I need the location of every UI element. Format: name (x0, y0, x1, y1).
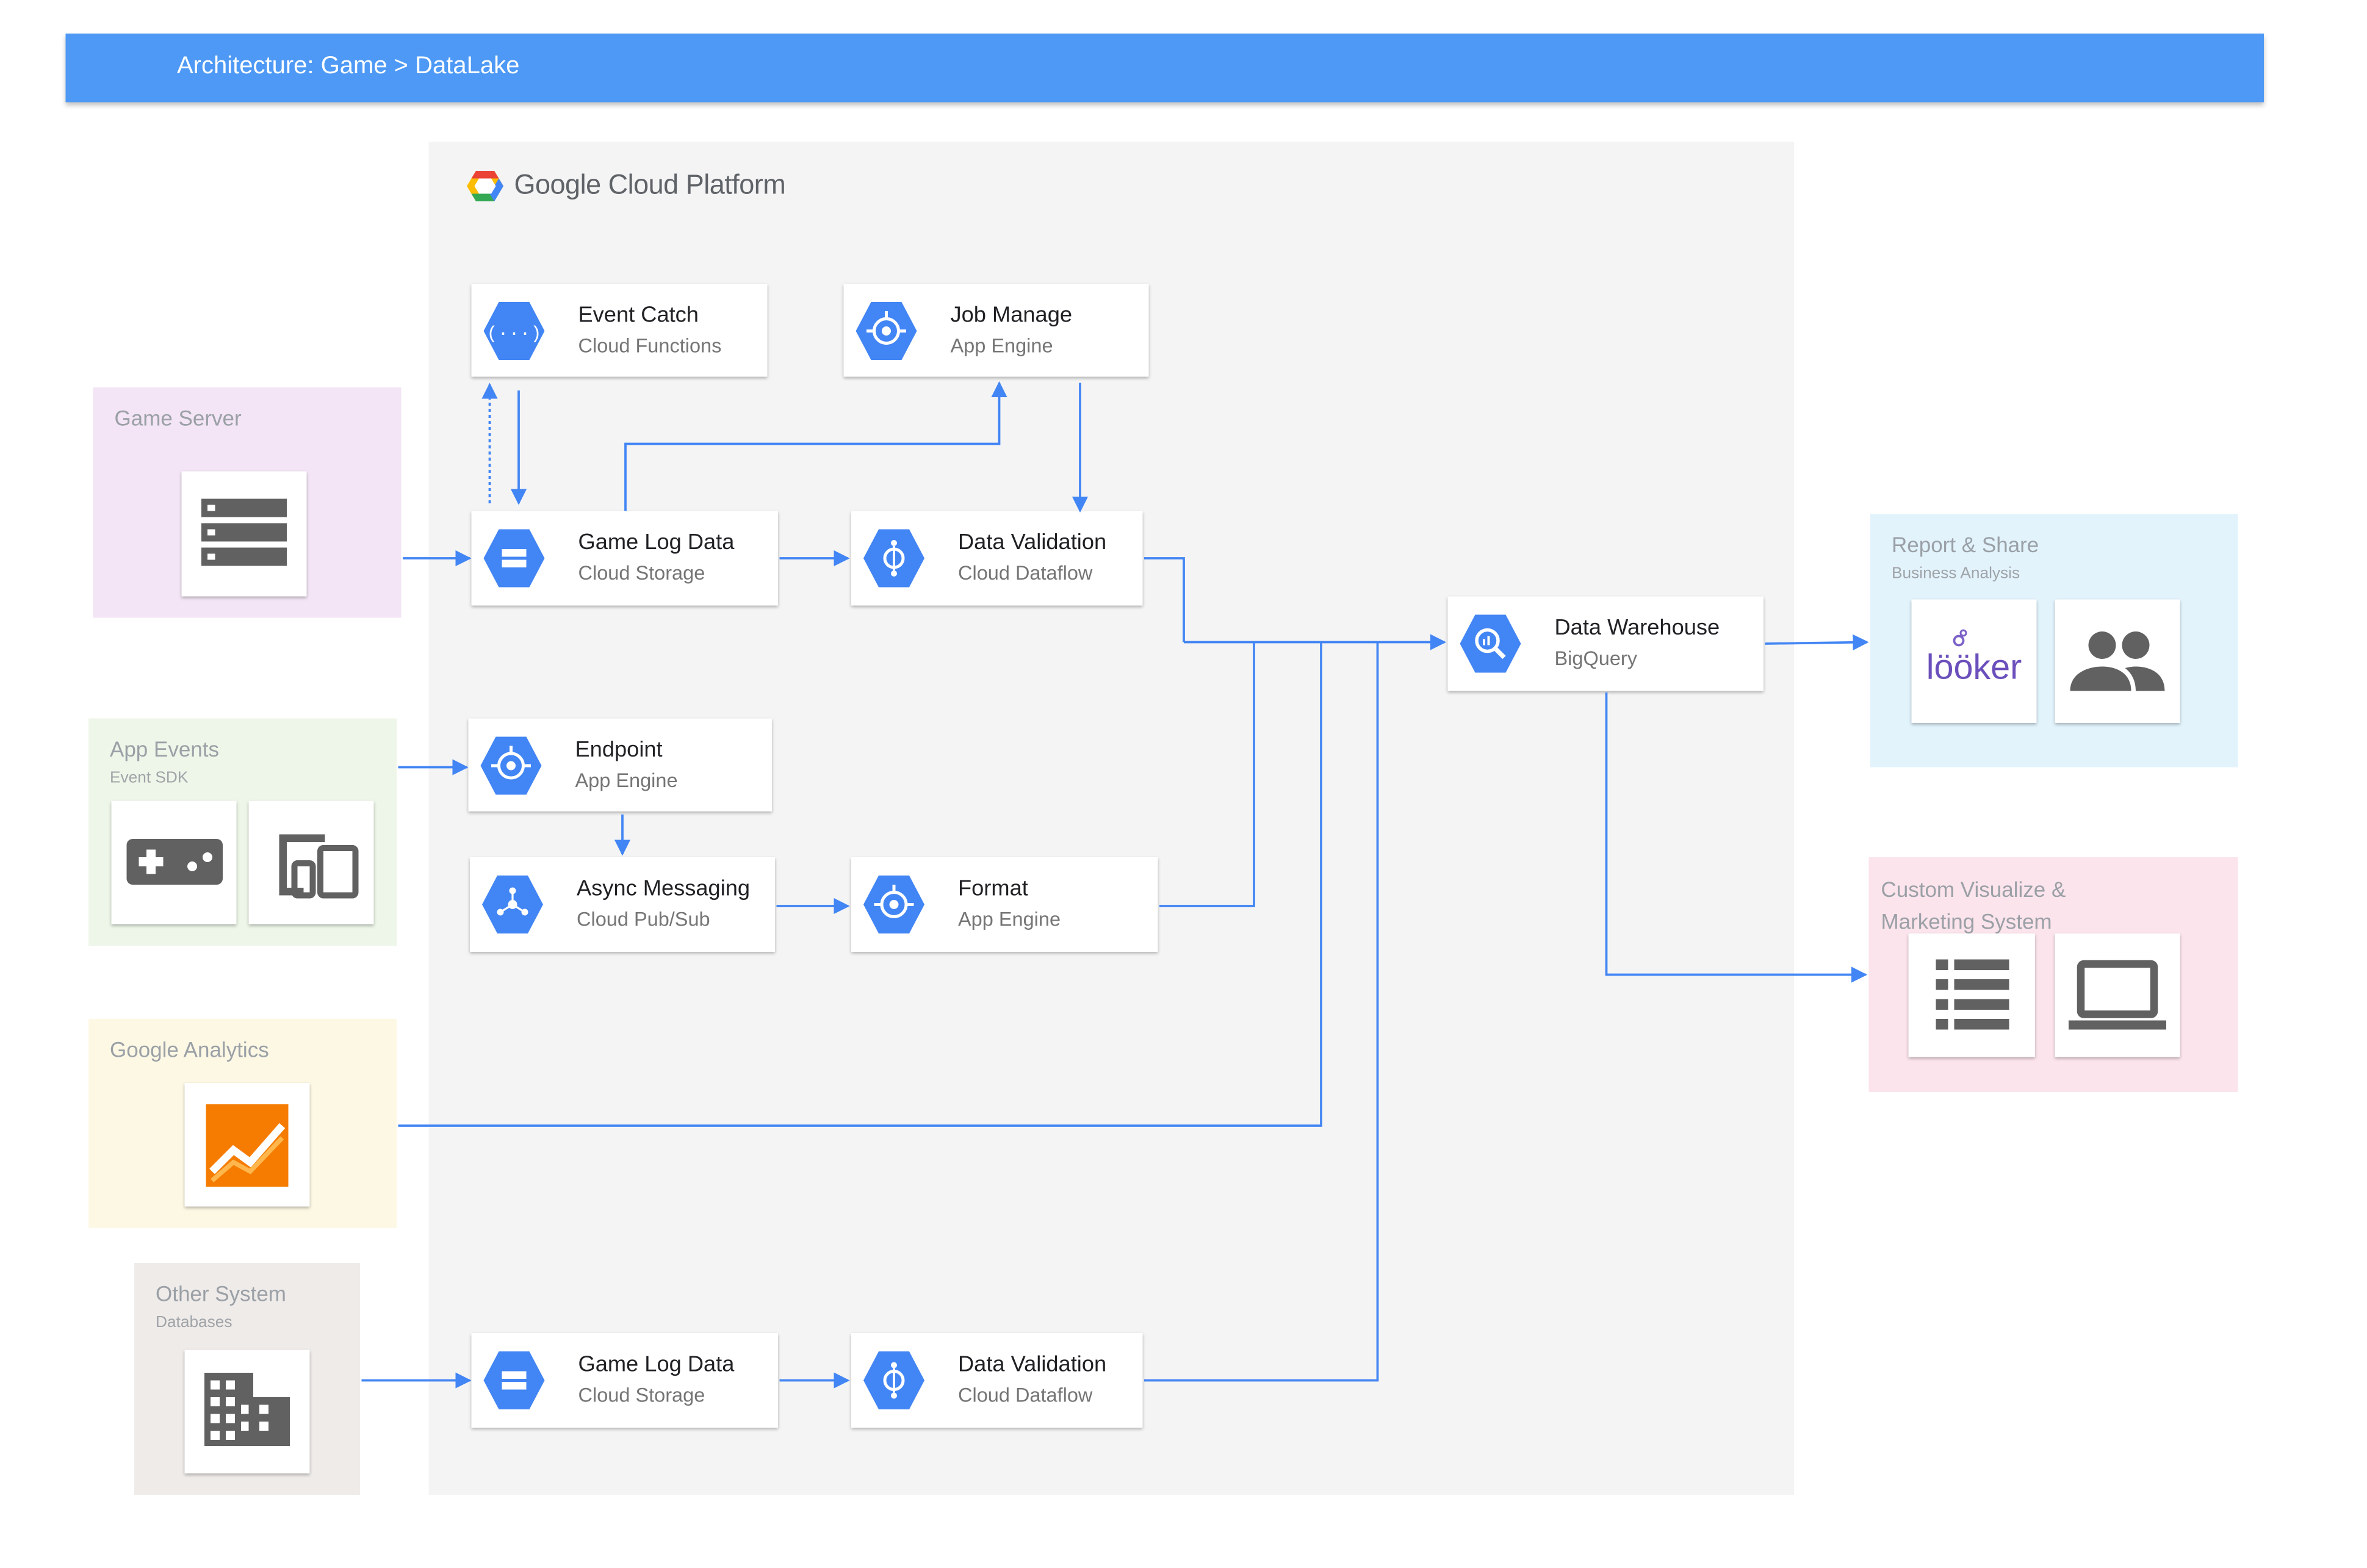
card-name: Game Log Data (578, 531, 735, 555)
game-log-data-card: Game Log Data Cloud Storage (471, 511, 778, 606)
building-tile (184, 1350, 310, 1473)
data-validation-card: Data Validation Cloud Dataflow (851, 511, 1143, 606)
card-name: Job Manage (950, 303, 1073, 328)
list-icon (1936, 959, 2009, 1030)
zone-title: Report & Share (1892, 532, 2039, 557)
arrow-storage-to-job-manage (624, 381, 1007, 511)
zone-title: Other System (156, 1281, 286, 1306)
looker-logo: lööker (1926, 629, 2022, 687)
card-service: BigQuery (1554, 647, 1638, 670)
game-log-data-card-2: Game Log Data Cloud Storage (471, 1333, 778, 1428)
diagram-title: Architecture: Game > DataLake (177, 53, 520, 80)
header-banner: Architecture: Game > DataLake (65, 34, 2264, 102)
data-warehouse-card: Data Warehouse BigQuery (1447, 596, 1764, 691)
endpoint-card: Endpoint App Engine (468, 718, 772, 811)
card-name: Data Validation (958, 1353, 1107, 1378)
line-analytics-to-bus (398, 642, 1322, 1127)
card-service: App Engine (575, 769, 678, 792)
app-engine-icon (863, 876, 924, 933)
gcp-label: Google Cloud Platform (514, 169, 786, 200)
list-tile (1908, 933, 2035, 1057)
card-service: Cloud Storage (578, 561, 705, 584)
building-icon (204, 1373, 290, 1446)
gamepad-tile (111, 800, 237, 924)
cloud-dataflow-icon (863, 529, 924, 588)
svg-text:lööker: lööker (1926, 648, 2022, 687)
laptop-icon (2069, 960, 2166, 1030)
card-name: Game Log Data (578, 1353, 735, 1378)
devices-icon (279, 834, 359, 899)
cloud-dataflow-icon (863, 1351, 924, 1409)
people-tile (2055, 599, 2180, 723)
zone-subtitle: Business Analysis (1892, 564, 2020, 583)
devices-tile (248, 800, 374, 924)
line-validation2-to-bus (1144, 642, 1379, 1382)
cloud-storage-icon (483, 529, 545, 588)
zone-title: Custom Visualize & Marketing System (1881, 877, 2066, 934)
zone-title: Game Server (114, 406, 242, 430)
google-analytics-tile (184, 1083, 310, 1207)
card-name: Data Warehouse (1554, 616, 1720, 641)
zone-title: Google Analytics (110, 1037, 269, 1062)
arrow-warehouse-to-report (1765, 634, 1869, 650)
app-engine-icon (856, 302, 917, 360)
server-rack-icon (201, 498, 287, 566)
card-name: Async Messaging (577, 877, 751, 902)
people-icon (2070, 631, 2165, 691)
laptop-tile (2055, 933, 2180, 1057)
data-validation-card-2: Data Validation Cloud Dataflow (851, 1333, 1143, 1428)
arrow-warehouse-to-custom (1605, 692, 1868, 983)
server-rack-tile (181, 471, 307, 597)
async-messaging-card: Async Messaging Cloud Pub/Sub (470, 857, 775, 952)
line-format-to-bus (1159, 642, 1255, 907)
gcp-logo-icon (467, 171, 503, 201)
card-service: Cloud Pub/Sub (577, 907, 710, 931)
cloud-functions-icon: (···) (483, 302, 545, 360)
zone-title: App Events (110, 736, 220, 761)
card-name: Endpoint (575, 738, 663, 763)
zone-subtitle: Event SDK (110, 769, 189, 787)
event-catch-card: (···) Event Catch Cloud Functions (471, 284, 768, 377)
card-service: Cloud Storage (578, 1383, 705, 1407)
card-service: App Engine (958, 907, 1061, 931)
card-service: Cloud Dataflow (958, 1383, 1093, 1407)
svg-text:(···): (···) (486, 324, 541, 345)
gamepad-icon (126, 839, 223, 885)
zone-subtitle: Databases (156, 1313, 232, 1332)
format-card: Format App Engine (851, 857, 1158, 952)
bigquery-icon (1460, 614, 1521, 673)
job-manage-card: Job Manage App Engine (843, 284, 1149, 377)
card-service: App Engine (950, 334, 1053, 358)
cloud-pubsub-icon (482, 876, 543, 933)
google-analytics-icon (206, 1104, 289, 1187)
card-name: Event Catch (578, 303, 699, 328)
app-engine-icon (480, 736, 542, 795)
looker-tile: lööker (1911, 599, 2037, 723)
card-name: Format (958, 877, 1028, 902)
card-service: Cloud Functions (578, 334, 722, 358)
card-service: Cloud Dataflow (958, 561, 1093, 584)
cloud-storage-icon (483, 1351, 545, 1409)
card-name: Data Validation (958, 531, 1107, 555)
line-validation-to-bus (1144, 557, 1185, 642)
